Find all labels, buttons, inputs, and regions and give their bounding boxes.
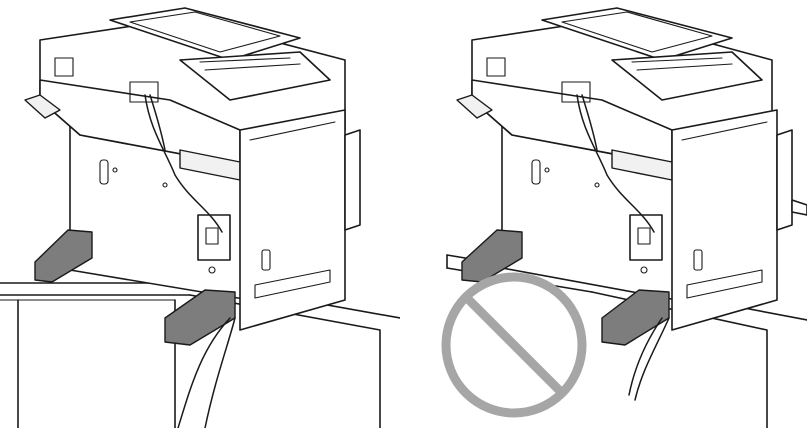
printer-side: [197, 109, 361, 331]
panel-correct-placement: [0, 0, 400, 428]
cables: [144, 94, 236, 428]
prohibition-icon: [441, 272, 587, 418]
printer-body: [24, 7, 346, 181]
printer-side: [629, 109, 807, 331]
cables: [576, 94, 670, 401]
left-stabilizer-foot: [461, 229, 523, 283]
panel-incorrect-placement: [407, 0, 807, 428]
printer-illustration-incorrect: [441, 7, 807, 428]
right-stabilizer-foot: [164, 289, 236, 346]
left-stabilizer-foot: [34, 229, 93, 283]
right-stabilizer-foot: [601, 289, 670, 346]
printer-illustration-correct: [0, 7, 400, 428]
